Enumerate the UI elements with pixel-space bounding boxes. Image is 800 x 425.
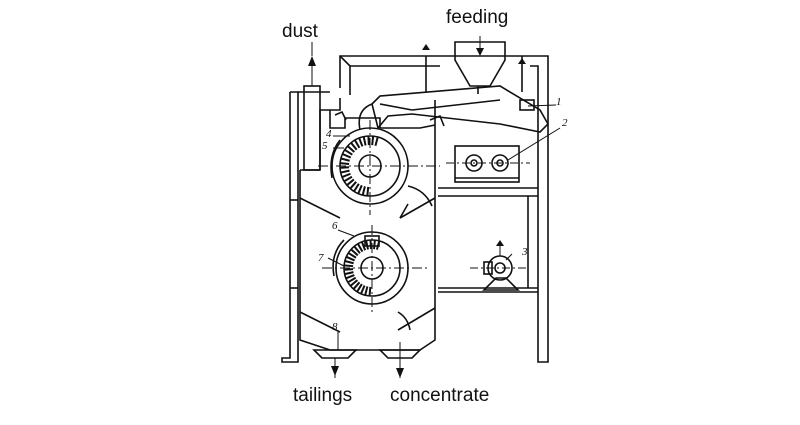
- magnetic-pole-tooth: [349, 279, 359, 287]
- leader-lines: [327, 104, 561, 350]
- magnetic-pole-tooth: [342, 153, 352, 159]
- dust-label: dust: [282, 21, 318, 42]
- magnetic-pole-tooth: [339, 166, 350, 169]
- magnetic-pole-tooth: [365, 240, 369, 250]
- magnetic-pole-tooth: [358, 137, 364, 147]
- magnetic-pole-tooth: [364, 286, 369, 296]
- outer-frame: [281, 55, 549, 363]
- magnetic-pole-tooth: [371, 136, 375, 146]
- magnetic-pole-tooth: [344, 148, 353, 156]
- magnetic-pole-tooth: [357, 184, 363, 194]
- feeding-hopper: [454, 36, 506, 94]
- part-number-7: 7: [318, 252, 324, 264]
- part-number-5: 5: [322, 140, 328, 152]
- magnetic-pole-tooth: [341, 172, 351, 179]
- magnetic-pole-tooth: [352, 281, 361, 290]
- magnetic-pole-tooth: [343, 268, 354, 271]
- magnetic-pole-tooth: [347, 252, 357, 259]
- vibrating-feeder: [358, 44, 549, 133]
- magnetic-pole-tooth: [361, 186, 366, 196]
- magnetic-pole-tooth: [357, 243, 364, 253]
- feeding-label: feeding: [446, 7, 509, 28]
- magnetic-pole-tooth: [345, 255, 355, 262]
- magnetic-pole-tooth: [346, 145, 355, 153]
- guide-arc-lower: [332, 239, 345, 277]
- magnetic-pole-tooth: [344, 264, 354, 268]
- lower-drum: [322, 225, 430, 312]
- separator-housing: [299, 98, 445, 351]
- drum-drive-motor: [446, 145, 530, 183]
- part-number-4: 4: [326, 128, 332, 140]
- part-number-6: 6: [332, 220, 338, 232]
- magnetic-pole-tooth: [349, 181, 357, 190]
- magnetic-pole-tooth: [353, 183, 360, 192]
- magnetic-pole-tooth: [340, 157, 350, 162]
- magnetic-pole-tooth: [354, 139, 361, 149]
- magnetic-pole-tooth: [360, 241, 367, 251]
- concentrate-outlet: [378, 342, 422, 378]
- magnetic-pole-tooth: [362, 136, 367, 146]
- magnetic-pole-tooth: [345, 274, 355, 280]
- part-number-3: 3: [522, 246, 528, 258]
- magnetic-pole-tooth: [350, 142, 358, 151]
- magnetic-pole-tooth: [343, 175, 353, 183]
- upper-drum: [318, 120, 440, 215]
- magnetic-pole-tooth: [353, 245, 361, 254]
- magnetic-pole-tooth: [344, 260, 354, 265]
- magnetic-pole-tooth: [346, 178, 355, 186]
- magnetic-pole-tooth: [350, 248, 359, 257]
- lower-motor: [470, 240, 528, 291]
- part-number-2: 2: [562, 117, 568, 129]
- part-number-8: 8: [332, 321, 338, 333]
- magnetic-pole-tooth: [340, 169, 350, 174]
- magnetic-pole-tooth: [366, 186, 370, 196]
- magnetic-pole-tooth: [368, 286, 372, 296]
- magnetic-pole-tooth: [344, 271, 354, 276]
- magnetic-pole-tooth: [372, 240, 376, 250]
- magnetic-pole-tooth: [356, 283, 363, 293]
- magnetic-pole-tooth: [360, 285, 366, 295]
- magnetic-pole-tooth: [374, 136, 379, 146]
- magnetic-pole-tooth: [347, 276, 357, 284]
- dust-duct: [303, 42, 321, 171]
- concentrate-label: concentrate: [390, 385, 490, 406]
- tailings-label: tailings: [293, 385, 353, 406]
- guide-arc-upper: [330, 139, 341, 179]
- tailings-outlet: [312, 349, 358, 378]
- part-number-1: 1: [556, 96, 562, 108]
- magnetic-pole-tooth: [340, 162, 350, 165]
